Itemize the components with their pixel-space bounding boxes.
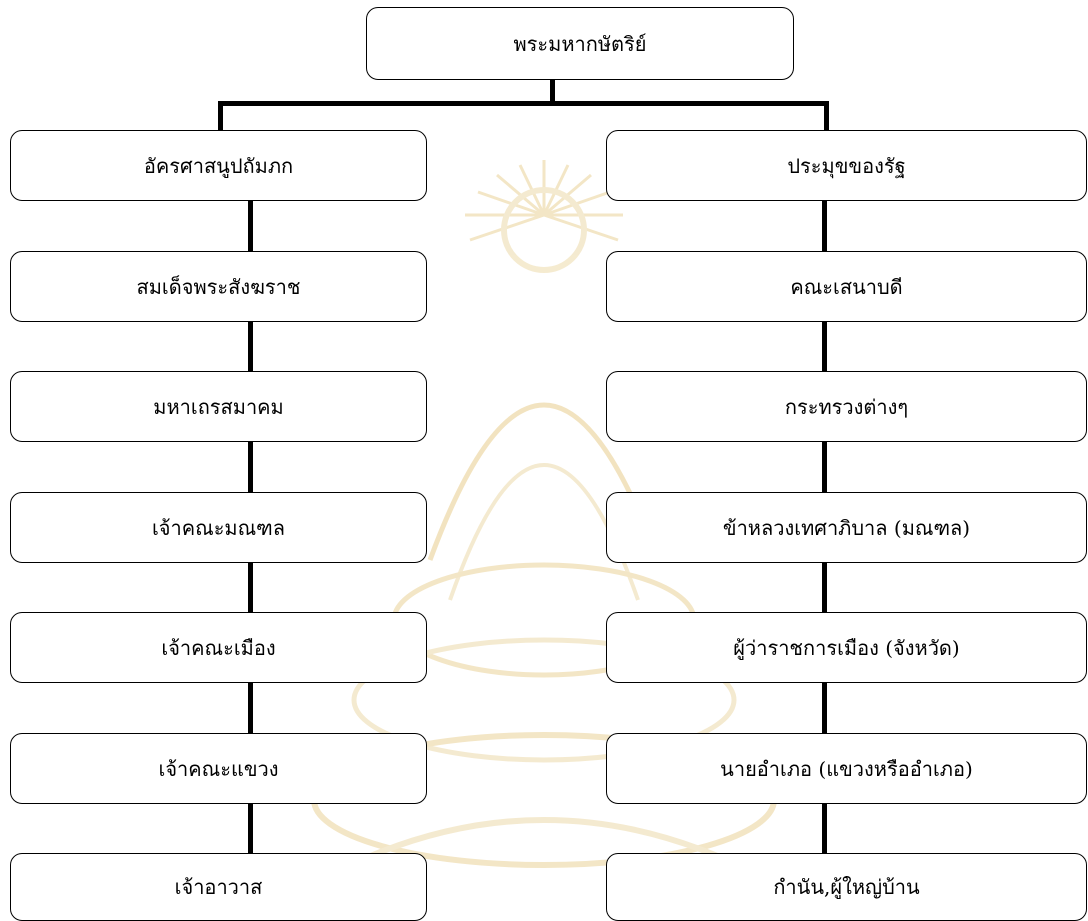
left-node-box-5: เจ้าคณะเมือง <box>10 612 427 683</box>
root-node-box: พระมหากษัตริย์ <box>366 7 794 80</box>
right-connector <box>822 322 827 371</box>
sun-rays-icon <box>465 160 623 242</box>
right-connector <box>822 804 827 853</box>
right-connector <box>822 563 827 612</box>
left-node-box-6: เจ้าคณะแขวง <box>10 733 427 804</box>
left-connector <box>248 442 253 492</box>
left-connector <box>248 201 253 251</box>
right-node-label: คณะเสนาบดี <box>790 274 903 299</box>
left-connector <box>248 322 253 371</box>
left-node-label: เจ้าคณะแขวง <box>158 756 279 781</box>
crown-outline-icon <box>427 402 661 561</box>
root-connector-horizontal <box>218 101 829 106</box>
left-branch-drop <box>218 101 223 130</box>
right-connector <box>822 201 827 251</box>
left-node-label: เจ้าอาวาส <box>174 875 263 899</box>
right-node-label: กระทรวงต่างๆ <box>784 394 909 419</box>
right-node-box-2: คณะเสนาบดี <box>606 251 1087 322</box>
left-node-box-2: สมเด็จพระสังฆราช <box>10 251 427 322</box>
left-node-label: มหาเถรสมาคม <box>153 394 284 419</box>
right-node-label: ผู้ว่าราชการเมือง (จังหวัด) <box>733 635 960 660</box>
left-node-label: สมเด็จพระสังฆราช <box>136 274 301 299</box>
left-node-box-3: มหาเถรสมาคม <box>10 371 427 442</box>
halo-icon <box>501 187 587 273</box>
right-branch-drop <box>824 101 829 130</box>
right-node-box-5: ผู้ว่าราชการเมือง (จังหวัด) <box>606 612 1087 683</box>
right-connector <box>822 683 827 733</box>
left-node-label: อัครศาสนูปถัมภก <box>143 153 294 178</box>
left-node-box-7: เจ้าอาวาส <box>10 853 427 921</box>
right-node-box-7: กำนัน,ผู้ใหญ่บ้าน <box>606 853 1087 921</box>
right-node-label: กำนัน,ผู้ใหญ่บ้าน <box>773 875 920 899</box>
left-node-box-4: เจ้าคณะมณฑล <box>10 492 427 563</box>
right-node-label: ประมุขของรัฐ <box>787 153 906 178</box>
right-node-box-4: ข้าหลวงเทศาภิบาล (มณฑล) <box>606 492 1087 563</box>
left-connector <box>248 804 253 853</box>
left-node-label: เจ้าคณะเมือง <box>161 635 276 660</box>
right-node-label: นายอำเภอ (แขวงหรืออำเภอ) <box>720 756 973 781</box>
left-connector <box>248 683 253 733</box>
right-node-label: ข้าหลวงเทศาภิบาล (มณฑล) <box>722 515 971 540</box>
left-node-label: เจ้าคณะมณฑล <box>151 515 286 540</box>
left-node-box-1: อัครศาสนูปถัมภก <box>10 130 427 201</box>
root-node-label: พระมหากษัตริย์ <box>513 31 647 56</box>
right-connector <box>822 442 827 492</box>
right-node-box-6: นายอำเภอ (แขวงหรืออำเภอ) <box>606 733 1087 804</box>
left-connector <box>248 563 253 612</box>
right-node-box-1: ประมุขของรัฐ <box>606 130 1087 201</box>
right-node-box-3: กระทรวงต่างๆ <box>606 371 1087 442</box>
root-connector-vertical <box>550 80 555 104</box>
